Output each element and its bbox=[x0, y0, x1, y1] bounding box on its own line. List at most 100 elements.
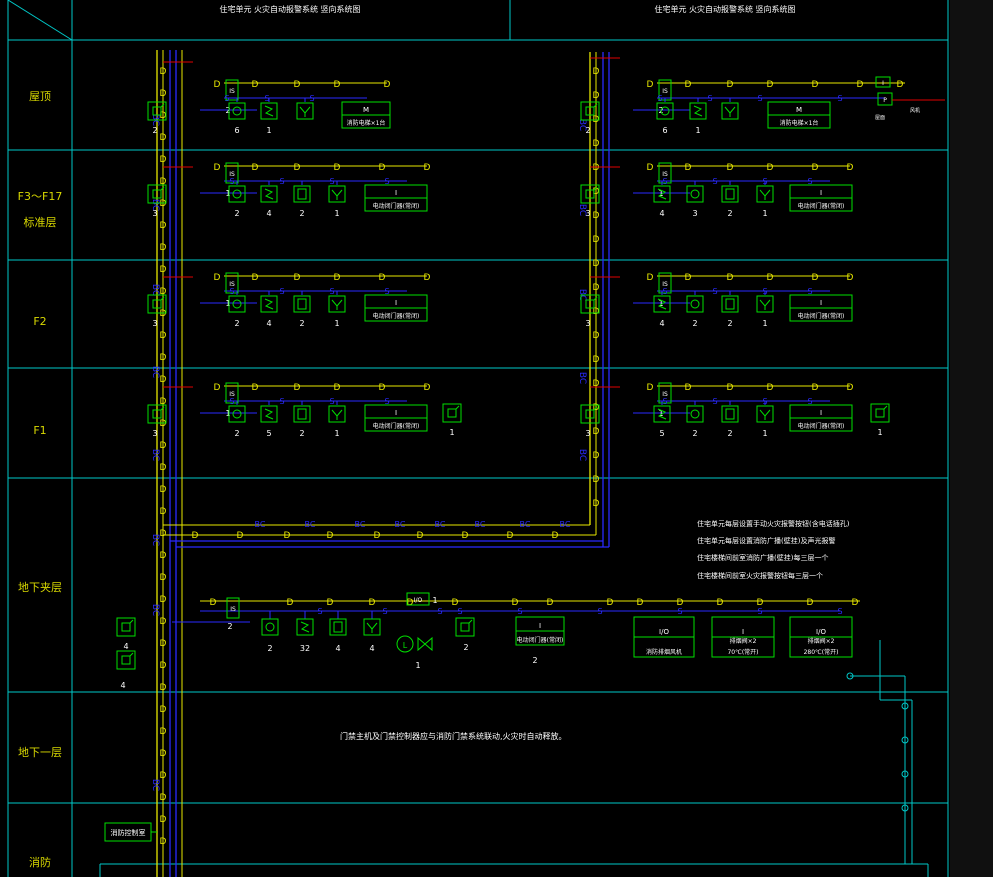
s-tag: S bbox=[229, 177, 234, 186]
roof-left-control-box-title: M bbox=[363, 106, 369, 114]
roof-right-wall-speaker-glyph bbox=[585, 103, 598, 116]
mezz-door-count: 2 bbox=[532, 656, 537, 665]
mezz-btn-icon bbox=[329, 618, 347, 636]
mezz-speaker-2-glyph bbox=[121, 652, 134, 665]
scrollbar-rail[interactable] bbox=[950, 0, 993, 877]
d-tag: D bbox=[160, 419, 167, 429]
d-tag: D bbox=[160, 177, 167, 187]
s-tag: S bbox=[279, 177, 284, 186]
d-tag: D bbox=[812, 163, 819, 173]
mezz-speaker-2-count: 4 bbox=[120, 681, 125, 690]
d-tag: D bbox=[593, 67, 600, 77]
is-module-label: IS bbox=[662, 281, 668, 288]
mezz-smoke-count: 2 bbox=[267, 644, 272, 653]
note-3: 住宅楼梯间前室消防广播(壁挂)每三层一个 bbox=[697, 553, 828, 562]
std-left-speaker-count: 3 bbox=[152, 209, 157, 218]
note-b1: 门禁主机及门禁控制器应与消防门禁系统联动,火灾时自动释放。 bbox=[340, 731, 567, 741]
d-tag: D bbox=[417, 531, 424, 541]
left-header-title: 住宅单元 火灾自动报警系统 竖向系统图 bbox=[219, 4, 360, 14]
s-tag: S bbox=[329, 287, 334, 296]
d-tag: D bbox=[424, 163, 431, 173]
d-tag: D bbox=[593, 379, 600, 389]
bc-tag-h: BC bbox=[395, 520, 406, 529]
std-right-sig-count: 4 bbox=[659, 209, 664, 218]
d-tag: D bbox=[287, 598, 294, 608]
d-tag: D bbox=[160, 683, 167, 693]
d-tag: D bbox=[593, 259, 600, 269]
d-tag: D bbox=[593, 91, 600, 101]
s-tag: S bbox=[229, 397, 234, 406]
f2-right-branch-count: 1 bbox=[658, 299, 663, 308]
d-tag: D bbox=[160, 529, 167, 539]
std-right-smoke-icon-glyph bbox=[690, 189, 700, 199]
f1-right-extra-count: 1 bbox=[877, 428, 882, 437]
d-tag: D bbox=[847, 383, 854, 393]
std-left-wall-speaker-glyph bbox=[152, 186, 165, 199]
d-tag: D bbox=[160, 705, 167, 715]
d-tag: D bbox=[593, 451, 600, 461]
f2-left-ind-icon bbox=[328, 295, 346, 313]
mezz-speaker-3-count: 2 bbox=[463, 643, 468, 652]
d-tag: D bbox=[552, 531, 559, 541]
right-header-title: 住宅单元 火灾自动报警系统 竖向系统图 bbox=[654, 4, 795, 14]
cable-joint bbox=[846, 672, 854, 680]
f2-left-smoke-icon-glyph bbox=[232, 299, 242, 309]
d-tag: D bbox=[160, 397, 167, 407]
roof-p-label: P bbox=[883, 97, 887, 104]
f2-right-wall-speaker-glyph bbox=[585, 296, 598, 309]
d-tag: D bbox=[812, 273, 819, 283]
d-tag: D bbox=[847, 163, 854, 173]
d-tag: D bbox=[512, 598, 519, 608]
d-tag: D bbox=[160, 441, 167, 451]
std-left-ind-icon-glyph bbox=[331, 189, 343, 200]
is-module bbox=[658, 162, 672, 184]
f2-right-control-box-title: I bbox=[820, 299, 822, 307]
d-tag: D bbox=[294, 273, 301, 283]
f1-left-sig-count: 5 bbox=[266, 429, 271, 438]
d-tag: D bbox=[685, 273, 692, 283]
d-tag: D bbox=[593, 307, 600, 317]
d-tag: D bbox=[160, 243, 167, 253]
mezz-sig-icon-glyph bbox=[300, 621, 310, 633]
mezz-vent-box-title: I/O bbox=[816, 628, 826, 636]
is-module-label: IS bbox=[229, 88, 235, 95]
f1-right-smoke-icon-glyph bbox=[690, 409, 700, 419]
d-tag: D bbox=[160, 639, 167, 649]
d-tag: D bbox=[160, 595, 167, 605]
cable-joint bbox=[901, 770, 909, 778]
floor-labels: 屋顶 F3～F17 标准层 F2 F1 地下夹层 地下一层 消防 bbox=[18, 90, 63, 869]
d-tag: D bbox=[379, 163, 386, 173]
d-tag: D bbox=[593, 499, 600, 509]
std-right-smoke-icon bbox=[686, 185, 704, 203]
bc-tag-h: BC bbox=[435, 520, 446, 529]
f1-right-speaker-count: 3 bbox=[585, 429, 590, 438]
d-tag: D bbox=[685, 163, 692, 173]
f1-right-control-box-title: I bbox=[820, 409, 822, 417]
d-tag: D bbox=[897, 80, 904, 90]
roof-right-control-box-caption: 消防电梯×1台 bbox=[780, 119, 819, 127]
d-tag: D bbox=[717, 598, 724, 608]
f2-left-ind-icon-glyph bbox=[331, 299, 343, 310]
d-tag: D bbox=[160, 133, 167, 143]
mezz-ind-icon bbox=[363, 618, 381, 636]
d-tag: D bbox=[160, 199, 167, 209]
s-tag: S bbox=[662, 287, 667, 296]
std-right-control-box-caption: 电动闭门器(常闭) bbox=[798, 202, 845, 210]
d-tag: D bbox=[424, 383, 431, 393]
roof-right-wall-speaker bbox=[580, 101, 600, 121]
f1-right-sig-icon bbox=[653, 405, 671, 423]
roof-right-ind-icon-glyph bbox=[724, 106, 736, 117]
f2-left-control-box-caption: 电动闭门器(常闭) bbox=[373, 312, 420, 320]
s-tag: S bbox=[677, 607, 682, 616]
bc-tag-h: BC bbox=[355, 520, 366, 529]
roof-i-label: I bbox=[882, 80, 884, 87]
d-tag: D bbox=[334, 80, 341, 90]
flow-switch-icon bbox=[396, 635, 414, 653]
d-tag: D bbox=[160, 661, 167, 671]
is-module bbox=[658, 272, 672, 294]
mezz-valve-sub: 排烟阀×2 bbox=[730, 637, 757, 645]
std-left-smoke-icon bbox=[228, 185, 246, 203]
f1-left-ind-icon-glyph bbox=[331, 409, 343, 420]
f2-right-btn-icon bbox=[721, 295, 739, 313]
note-1: 住宅单元每层设置手动火灾报警按钮(含电话插孔) bbox=[697, 519, 850, 528]
